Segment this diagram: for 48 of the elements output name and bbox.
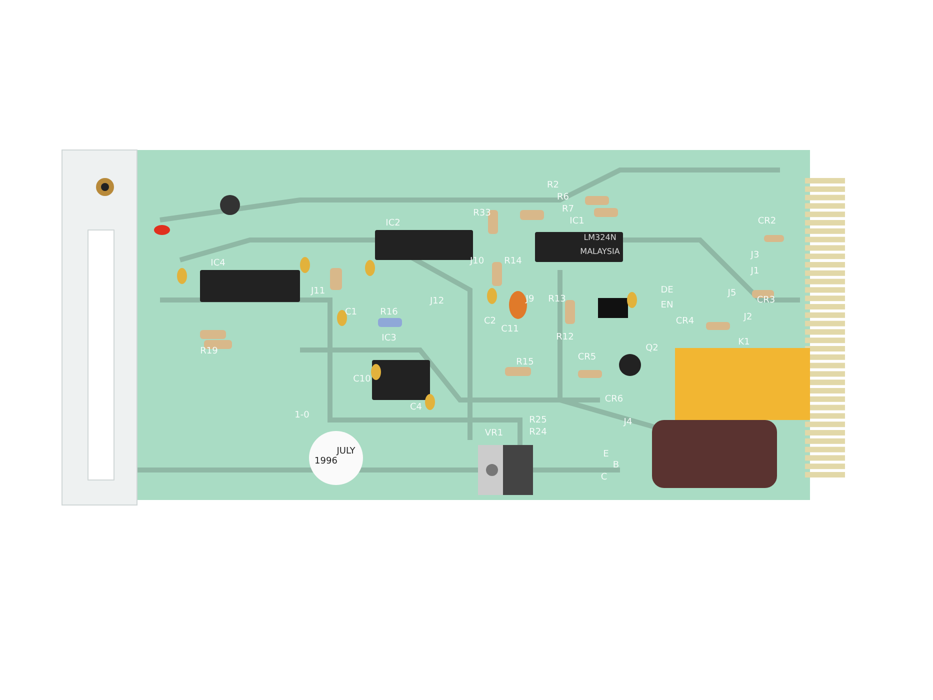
silkscreen-label: J9	[526, 296, 534, 304]
silkscreen-label: R15	[516, 358, 534, 368]
silkscreen-label: 1-0	[294, 412, 310, 420]
silkscreen-label: R2	[547, 182, 559, 190]
silkscreen-label: IC2	[386, 220, 400, 228]
silkscreen-label: R12	[556, 334, 574, 342]
silkscreen-label: J4	[624, 418, 632, 428]
silkscreen-label: J11	[310, 288, 326, 296]
chip-marking: MALAYSIA	[580, 248, 620, 256]
silkscreen-label: C1	[345, 308, 357, 318]
silkscreen-label: IC3	[382, 334, 396, 344]
silkscreen-label: CR3	[756, 296, 776, 306]
silkscreen-label: J12	[430, 298, 444, 306]
silkscreen-label: Q2	[646, 344, 658, 354]
silkscreen-label: CR2	[758, 218, 776, 226]
silkscreen-label: R16	[380, 308, 398, 318]
silkscreen-label: EN	[660, 302, 674, 310]
silkscreen-label: R6	[557, 194, 569, 202]
silkscreen-label: J3	[750, 252, 760, 260]
sticker-text: 1996	[314, 458, 338, 466]
silkscreen-label: C11	[501, 326, 519, 334]
silkscreen-label: DE	[660, 286, 674, 296]
silkscreen-label: K1	[738, 338, 750, 348]
silkscreen-label: R14	[504, 258, 522, 266]
silkscreen-label: R25	[529, 416, 547, 426]
silkscreen-label: J5	[728, 290, 736, 298]
silkscreen-label: C2	[484, 318, 496, 326]
silkscreen-label: CR4	[676, 318, 694, 326]
silkscreen-label: R13	[548, 296, 566, 304]
silkscreen-label: C	[600, 474, 608, 482]
silkscreen-label: J1	[750, 268, 760, 276]
silkscreen-label: E	[603, 450, 609, 460]
silkscreen-label: B	[612, 462, 620, 470]
silkscreen-label: C10	[353, 376, 371, 384]
silkscreen-label: C4	[410, 404, 422, 412]
chip-marking: LM324N	[584, 234, 616, 242]
silkscreen-label: CR5	[578, 354, 596, 362]
silkscreen-label: J2	[744, 314, 752, 322]
silkscreen-label: CR6	[604, 396, 624, 404]
silkscreen-label: VR1	[484, 430, 504, 438]
silkscreen-label: R33	[473, 210, 491, 218]
silkscreen-label: J10	[470, 258, 484, 266]
sticker-text: JULY	[336, 448, 356, 456]
silkscreen-label: R7	[562, 206, 574, 214]
silkscreen-label: R19	[200, 348, 218, 356]
silkscreen-label: IC1	[570, 218, 584, 226]
silkscreen-label: R24	[529, 428, 547, 438]
silkscreen-label: IC4	[210, 260, 226, 268]
